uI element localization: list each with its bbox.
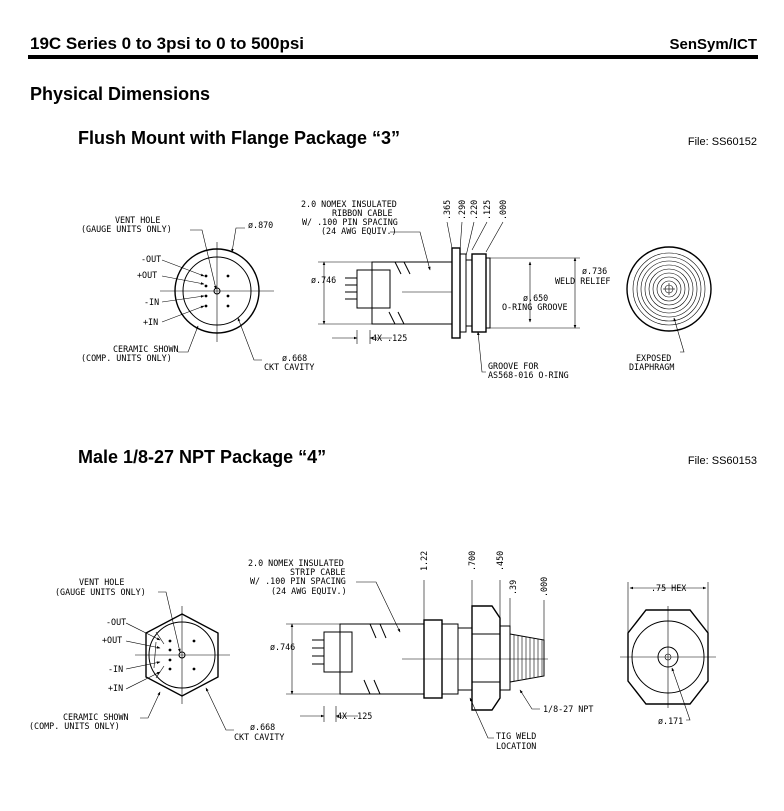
p4-out-plus: +OUT (102, 635, 122, 645)
p3-ckt-cavity: CKT CAVITY (264, 362, 314, 372)
p4-cable-line2: STRIP CABLE (290, 567, 345, 577)
package3-title: Flush Mount with Flange Package “3” (78, 128, 401, 148)
package4-hex-view (620, 582, 716, 721)
p4-cable-line3: W/ .100 PIN SPACING (250, 576, 346, 586)
package3-end-view (160, 227, 274, 361)
p4-tig-label: TIG WELD (496, 731, 536, 741)
p3-cable-line2: RIBBON CABLE (332, 208, 393, 218)
p3-dia650: ø.650 (523, 293, 548, 303)
package3-diaphragm-view (626, 246, 712, 353)
p3-dim-365: .365 (442, 200, 452, 220)
p4-in-plus: +IN (108, 683, 123, 693)
p4-ceramic-note: (COMP. UNITS ONLY) (29, 721, 120, 731)
p3-cable-line3: W/ .100 PIN SPACING (302, 217, 398, 227)
p3-dim-290: .290 (457, 200, 467, 220)
p3-out-minus: -OUT (141, 254, 161, 264)
p4-npt-label: 1/8-27 NPT (543, 704, 593, 714)
package4-side-view (286, 580, 548, 739)
p4-dim-39: .39 (508, 580, 518, 595)
p3-in-plus: +IN (143, 317, 158, 327)
p4-dia668: ø.668 (250, 722, 275, 732)
package4-file-ref: File: SS60153 (687, 455, 757, 467)
package3-drawing: VENT HOLE (GAUGE UNITS ONLY) ø.870 -OUT … (81, 199, 712, 380)
p3-in-minus: -IN (144, 297, 159, 307)
brand-name: SenSym/ICT (669, 36, 757, 53)
package4-end-view (125, 591, 234, 731)
p4-out-minus: -OUT (106, 617, 126, 627)
p3-dia736: ø.736 (582, 266, 607, 276)
p3-out-plus: +OUT (137, 270, 157, 280)
package4-drawing: VENT HOLE (GAUGE UNITS ONLY) -OUT +OUT -… (29, 551, 716, 751)
p3-groove-spec: AS568-016 O-RING (488, 370, 569, 380)
section-title: Physical Dimensions (30, 84, 211, 104)
p3-pins-dim: 4X .125 (372, 333, 407, 343)
p3-ceramic-label: CERAMIC SHOWN (113, 344, 179, 354)
p4-in-minus: -IN (108, 664, 123, 674)
p4-dia746: ø.746 (270, 642, 295, 652)
p4-ckt-cavity: CKT CAVITY (234, 732, 284, 742)
p3-weld-relief: WELD RELIEF (555, 276, 610, 286)
document-title: 19C Series 0 to 3psi to 0 to 500psi (30, 34, 305, 53)
p3-dia870: ø.870 (248, 220, 273, 230)
p4-dim-000: .000 (539, 577, 549, 597)
p3-vent-label: VENT HOLE (115, 215, 160, 225)
header-rule (28, 55, 758, 59)
p4-vent-label: VENT HOLE (79, 577, 124, 587)
p3-cable-line1: 2.0 NOMEX INSULATED (301, 199, 397, 209)
p4-dim-450: .450 (495, 551, 505, 571)
p3-dim-220: .220 (469, 200, 479, 220)
package3-file-ref: File: SS60152 (687, 136, 757, 148)
package4-title: Male 1/8-27 NPT Package “4” (78, 447, 327, 467)
p3-exposed-label: EXPOSED (636, 353, 671, 363)
p4-pins-dim: 4X .125 (337, 711, 372, 721)
p4-hex-dim: .75 HEX (651, 583, 686, 593)
p4-cable-line1: 2.0 NOMEX INSULATED (248, 558, 344, 568)
p3-dim-125: .125 (482, 200, 492, 220)
p3-dim-000: .000 (498, 200, 508, 220)
p4-dia171: ø.171 (658, 716, 683, 726)
p3-dia746: ø.746 (311, 275, 336, 285)
p3-groove-label: GROOVE FOR (488, 361, 539, 371)
p3-diaphragm-label: DIAPHRAGM (629, 362, 674, 372)
p4-dim-122: 1.22 (419, 551, 429, 571)
package3-side-view (318, 221, 580, 373)
p4-ceramic-label: CERAMIC SHOWN (63, 712, 129, 722)
p3-dia668: ø.668 (282, 353, 307, 363)
p3-oring-groove: O-RING GROOVE (502, 302, 568, 312)
p3-ceramic-note: (COMP. UNITS ONLY) (81, 353, 172, 363)
p4-tig-location: LOCATION (496, 741, 536, 751)
p4-vent-note: (GAUGE UNITS ONLY) (55, 587, 146, 597)
p4-cable-line4: (24 AWG EQUIV.) (271, 586, 347, 596)
p3-cable-line4: (24 AWG EQUIV.) (321, 226, 397, 236)
p3-vent-note: (GAUGE UNITS ONLY) (81, 224, 172, 234)
p4-dim-700: .700 (467, 551, 477, 571)
